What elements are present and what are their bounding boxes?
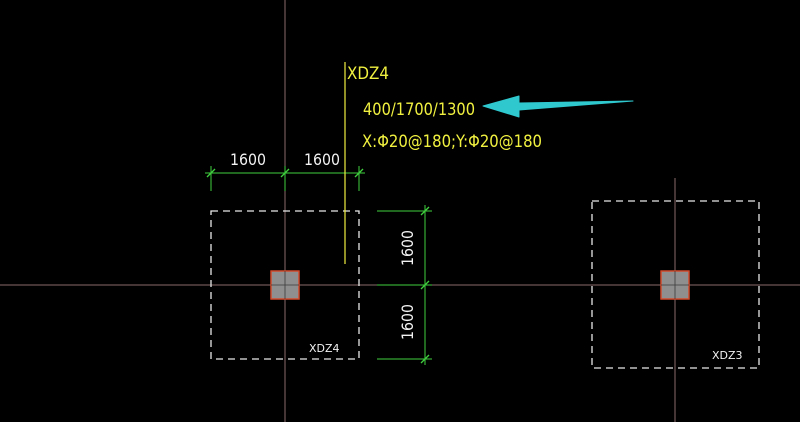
dimension-tick — [280, 168, 290, 178]
column-right[interactable] — [660, 270, 690, 300]
footing-outline[interactable] — [210, 210, 360, 360]
dimension-text: 1600 — [230, 150, 266, 169]
footing-right[interactable]: XDZ3 — [591, 200, 760, 369]
annotation-reinforcement: X:Φ20@180;Y:Φ20@180 — [362, 132, 542, 152]
footing-annotation[interactable]: XDZ4 400/1700/1300 X:Φ20@180;Y:Φ20@180 — [344, 62, 542, 264]
footing-left[interactable]: XDZ4 — [210, 210, 360, 360]
dimension-text: 1600 — [398, 304, 417, 340]
dimension-text: 1600 — [304, 150, 340, 169]
footing-label: XDZ3 — [712, 349, 743, 362]
dimension-tick — [420, 280, 430, 290]
dimension-tick — [206, 168, 216, 178]
dimension-text: 1600 — [398, 230, 417, 266]
vertical-dimension[interactable]: 1600 1600 — [377, 205, 432, 365]
dimension-tick — [420, 354, 430, 364]
annotation-mark: XDZ4 — [347, 64, 389, 84]
dimension-tick — [354, 168, 364, 178]
annotation-dimensions: 400/1700/1300 — [363, 100, 475, 120]
horizontal-dimension[interactable]: 1600 1600 — [205, 150, 365, 191]
arrow-shape — [482, 95, 634, 118]
column-left[interactable] — [270, 270, 300, 300]
footing-label: XDZ4 — [309, 342, 340, 355]
dimension-tick — [420, 206, 430, 216]
arrow-icon — [482, 95, 634, 118]
